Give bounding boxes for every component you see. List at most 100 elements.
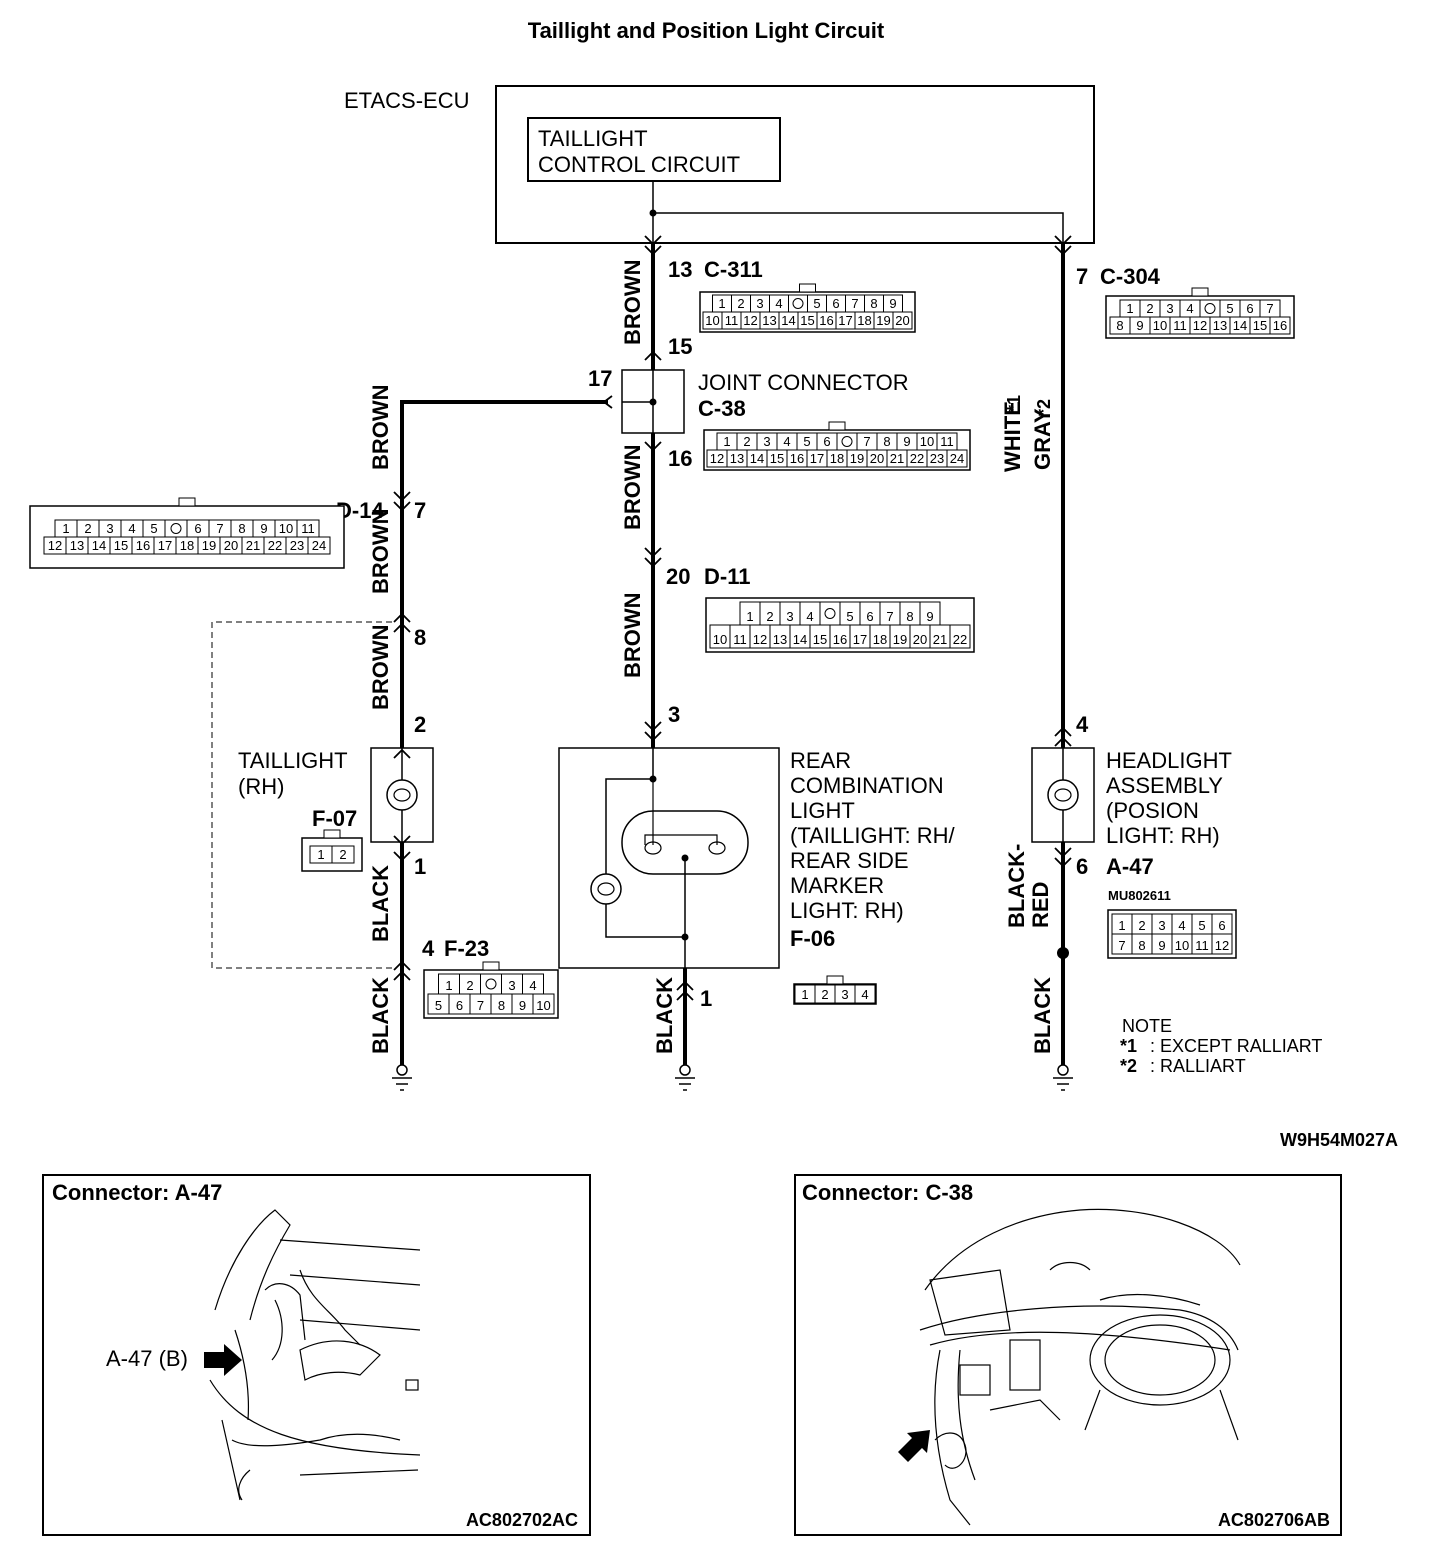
- svg-text:NOTE: NOTE: [1122, 1016, 1172, 1036]
- d14-cell: 21: [246, 538, 260, 553]
- svg-text:LIGHT: RH): LIGHT: RH): [1106, 823, 1220, 848]
- c304-cell: 6: [1246, 301, 1253, 316]
- diagram-code: W9H54M027A: [1280, 1130, 1398, 1150]
- c311-cell: 11: [725, 313, 739, 328]
- a47-cell: 3: [1158, 918, 1165, 933]
- f06-cell: 1: [801, 987, 808, 1002]
- c311-cell: 15: [800, 313, 814, 328]
- rear-combination-light: [558, 747, 780, 969]
- rear-light-label: REAR COMBINATION LIGHT (TAILLIGHT: RH/ R…: [790, 748, 956, 923]
- c311-cell: 12: [743, 313, 757, 328]
- d11-cell: 4: [806, 609, 813, 624]
- c311-cell: 9: [889, 296, 896, 311]
- taillight-label-1: TAILLIGHT: [238, 748, 348, 773]
- c38-cell: 1: [723, 434, 730, 449]
- c38-cell: 6: [823, 434, 830, 449]
- f23-cell: 10: [536, 998, 550, 1013]
- wire-color-black-2: BLACK: [368, 977, 393, 1054]
- c38-pin-16: 16: [668, 446, 692, 471]
- d11-cell: 17: [853, 632, 867, 647]
- arrow-icon: [898, 1430, 930, 1462]
- d14-cell: 16: [136, 538, 150, 553]
- d14-cell: 8: [238, 521, 245, 536]
- taillight-label-2: (RH): [238, 774, 284, 799]
- f23-cell: 2: [466, 978, 473, 993]
- f23-cell: 3: [508, 978, 515, 993]
- c304-cell: 10: [1153, 318, 1167, 333]
- c304-cell: 16: [1273, 318, 1287, 333]
- svg-text:AC802706AB: AC802706AB: [1218, 1510, 1330, 1530]
- c304-cell: 3: [1166, 301, 1173, 316]
- f06-label: F-06: [790, 926, 835, 951]
- f07-label: F-07: [312, 806, 357, 831]
- f23-cell: 4: [529, 978, 536, 993]
- c38-cell: 10: [920, 434, 934, 449]
- c304-label: C-304: [1100, 264, 1161, 289]
- c38-cell: 23: [930, 451, 944, 466]
- wire-color-white: WHITE: [1000, 401, 1025, 472]
- wire-color-brown-2: BROWN: [368, 384, 393, 470]
- d14-cell: 2: [84, 521, 91, 536]
- wire-color-brown-1: BROWN: [620, 259, 645, 345]
- d14-cell: 4: [128, 521, 135, 536]
- d14-cell: 1: [62, 521, 69, 536]
- rear-pin-1: 1: [700, 986, 712, 1011]
- c38-cell: 22: [910, 451, 924, 466]
- svg-text:MARKER: MARKER: [790, 873, 884, 898]
- c311-cell: 13: [762, 313, 776, 328]
- d14-cell: 19: [202, 538, 216, 553]
- c304-cell: 9: [1136, 318, 1143, 333]
- c38-cell: 24: [950, 451, 964, 466]
- headlight-assembly: HEADLIGHT ASSEMBLY (POSION LIGHT: RH): [1031, 747, 1232, 848]
- svg-text:A-47 (B): A-47 (B): [106, 1346, 188, 1371]
- d11-cell: 8: [906, 609, 913, 624]
- svg-text:LIGHT: LIGHT: [790, 798, 855, 823]
- wire-color-black-1: BLACK: [368, 865, 393, 942]
- dashed-outline: [211, 621, 392, 969]
- svg-text:COMBINATION: COMBINATION: [790, 773, 944, 798]
- c304-cell: 4: [1186, 301, 1193, 316]
- d11-cell: 5: [846, 609, 853, 624]
- d14-cell: 17: [158, 538, 172, 553]
- note: NOTE *1 : EXCEPT RALLIART *2 : RALLIART: [1120, 1016, 1322, 1076]
- c38-cell: 20: [870, 451, 884, 466]
- d14-cell: 15: [114, 538, 128, 553]
- a47-cell: 9: [1158, 938, 1165, 953]
- a47-cell: 2: [1138, 918, 1145, 933]
- arrow-icon: [204, 1344, 242, 1376]
- d11-cell: 20: [913, 632, 927, 647]
- c311-cell: 17: [838, 313, 852, 328]
- svg-text:Connector: A-47: Connector: A-47: [52, 1180, 222, 1205]
- c304-cell: 12: [1193, 318, 1207, 333]
- wire-color-white-star: *1: [1004, 395, 1024, 412]
- d14-cell: 22: [268, 538, 282, 553]
- d11-cell: 11: [733, 632, 747, 647]
- c38-name: JOINT CONNECTOR: [698, 370, 909, 395]
- c311-cell: 18: [857, 313, 871, 328]
- bulb-icon: [386, 779, 418, 811]
- wire-left: [400, 400, 608, 1065]
- c38-cell: 16: [790, 451, 804, 466]
- d14-cell: 11: [301, 521, 315, 536]
- d11-cell: 14: [793, 632, 807, 647]
- c311-label: C-311: [704, 257, 763, 282]
- circuit-label-2: CONTROL CIRCUIT: [538, 152, 740, 177]
- page-title: Taillight and Position Light Circuit: [528, 18, 885, 43]
- circuit-label-1: TAILLIGHT: [538, 126, 648, 151]
- f07-cell: 2: [339, 847, 346, 862]
- d14-cell: 20: [224, 538, 238, 553]
- c311-cell: 6: [832, 296, 839, 311]
- a47-cell: 10: [1175, 938, 1189, 953]
- c304-cell: 5: [1226, 301, 1233, 316]
- c38-cell: 2: [743, 434, 750, 449]
- c311-cell: 4: [775, 296, 782, 311]
- d14-cell: 10: [279, 521, 293, 536]
- wire-color-brown-5: BROWN: [620, 592, 645, 678]
- a47-cell: 1: [1118, 918, 1125, 933]
- a47-part-no: MU802611: [1108, 888, 1171, 903]
- wire-color-brown-3: BROWN: [620, 444, 645, 530]
- c304-cell: 13: [1213, 318, 1227, 333]
